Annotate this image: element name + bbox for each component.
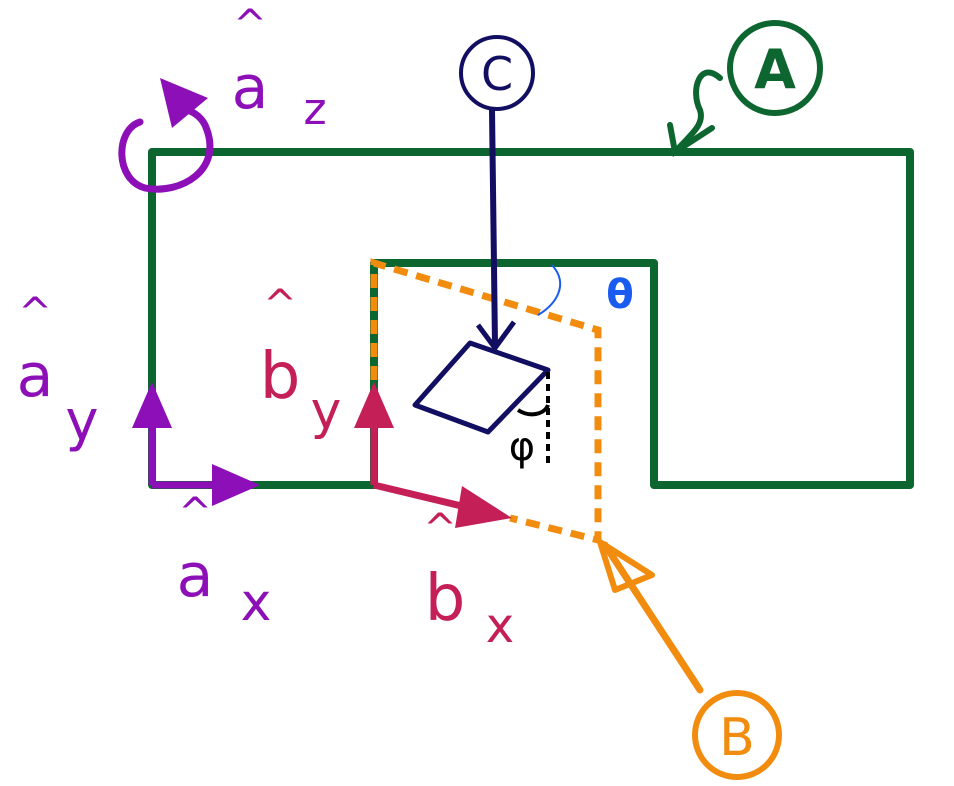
- a-z-sub: z: [303, 84, 326, 135]
- pointer-c-arrowhead: [475, 320, 517, 353]
- vector-label-a-x: ^ a x: [177, 490, 272, 633]
- vector-label-b-x: ^ b x: [423, 506, 514, 654]
- vector-label-b-y: ^ b y: [260, 282, 342, 441]
- pointer-b: [601, 541, 704, 694]
- b-y-base: b: [260, 340, 301, 414]
- a-x-hat: ^: [178, 490, 212, 536]
- a-y-sub: y: [65, 389, 98, 454]
- b-x-sub: x: [486, 598, 514, 654]
- b-x-arrowhead: [455, 486, 512, 528]
- axes-a: [118, 78, 260, 506]
- axes-b: [354, 382, 512, 528]
- label-c: C: [459, 35, 535, 111]
- a-y-hat: ^: [18, 290, 52, 336]
- label-b-text: B: [719, 708, 755, 768]
- a-z-hat: ^: [233, 2, 267, 48]
- a-z-rotation-arrow: [118, 106, 214, 193]
- phi-label: φ: [509, 424, 535, 470]
- label-a: A: [667, 20, 823, 157]
- a-x-sub: x: [241, 573, 272, 633]
- b-x-hat: ^: [423, 506, 457, 552]
- pointer-a: [672, 69, 723, 155]
- phi-arc: [516, 404, 550, 417]
- a-y-base: a: [17, 341, 54, 411]
- body-c-parallelogram: [412, 340, 551, 435]
- b-x-base: b: [425, 562, 466, 636]
- vector-label-a-y: ^ a y: [17, 290, 99, 454]
- a-y-arrowhead: [132, 382, 172, 428]
- label-c-text: C: [481, 47, 513, 101]
- theta-arc: [537, 264, 562, 316]
- b-y-arrowhead: [354, 382, 394, 428]
- a-x-base: a: [177, 541, 214, 611]
- a-z-base: a: [232, 53, 269, 123]
- theta-label: θ: [606, 272, 633, 318]
- label-b: B: [597, 539, 782, 780]
- a-z-arrowhead: [160, 78, 208, 128]
- b-y-sub: y: [311, 381, 342, 441]
- label-a-text: A: [754, 38, 796, 101]
- frame-b-outline: [370, 258, 602, 545]
- pointer-c: [489, 109, 498, 346]
- b-y-hat: ^: [263, 282, 297, 328]
- vector-label-a-z: ^ a z: [232, 2, 327, 135]
- a-x-arrowhead: [212, 464, 260, 506]
